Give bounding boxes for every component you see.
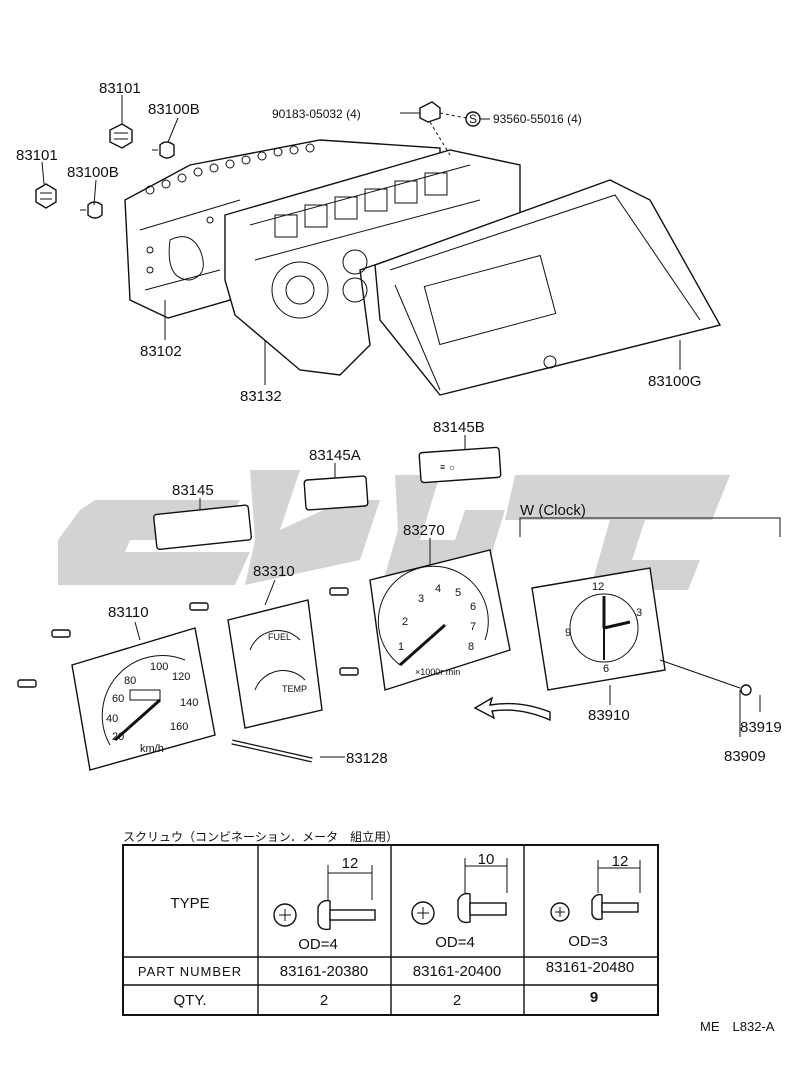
screw-col-3: 12 OD=3 83161-20480 9 (546, 853, 641, 1006)
label-83102: 83102 (140, 343, 182, 360)
svg-text:140: 140 (180, 697, 198, 709)
label-90183: 90183-05032 (4) (272, 107, 361, 121)
bulb-socket-83101-lower (35, 183, 57, 209)
row-type-header: TYPE (170, 895, 209, 912)
svg-text:8: 8 (468, 641, 474, 653)
svg-text:3: 3 (636, 607, 642, 619)
watermark (58, 470, 730, 590)
label-83132: 83132 (240, 388, 282, 405)
label-93560: 93560-55016 (4) (493, 112, 582, 126)
speedometer-83110: 20 40 60 80 100 120 140 160 km/h (71, 627, 216, 771)
screw-90183 (419, 101, 451, 156)
svg-text:6: 6 (603, 663, 609, 675)
svg-text:100: 100 (150, 661, 168, 673)
svg-text:6: 6 (470, 601, 476, 613)
label-83100b-lower: 83100B (67, 164, 119, 181)
tachometer-83270: 1 2 3 4 5 6 7 8 ×1000r min (369, 549, 511, 691)
label-83919: 83919 (740, 719, 782, 736)
screw-col-2: 10 OD=4 83161-20400 2 (411, 851, 508, 1009)
meter-hood-83100g (374, 179, 722, 396)
svg-text:10: 10 (478, 851, 495, 868)
bulb-83100b-lower (80, 201, 103, 219)
svg-text:9: 9 (565, 627, 571, 639)
svg-text:S: S (469, 112, 477, 126)
svg-text:OD=4: OD=4 (435, 934, 475, 951)
svg-text:12: 12 (342, 855, 359, 872)
label-83128: 83128 (346, 750, 388, 767)
svg-text:4: 4 (435, 583, 441, 595)
screw-col-1: 12 OD=4 83161-20380 2 (273, 855, 376, 1009)
svg-text:83161-20380: 83161-20380 (280, 963, 368, 980)
svg-text:2: 2 (320, 992, 328, 1009)
label-83909: 83909 (724, 748, 766, 765)
footer-code: ME L832-A (700, 1019, 775, 1034)
svg-text:OD=3: OD=3 (568, 933, 608, 950)
label-83910: 83910 (588, 707, 630, 724)
mounting-screws (17, 587, 359, 688)
label-83145: 83145 (172, 482, 214, 499)
fuel-temp-gauge-83310: FUEL TEMP (227, 599, 323, 729)
svg-text:83161-20400: 83161-20400 (413, 963, 501, 980)
svg-text:12: 12 (592, 581, 604, 593)
clock-83910: 12 3 6 9 (531, 567, 752, 696)
needle-pin-83128 (231, 739, 313, 763)
indicator-plate-83145 (153, 504, 253, 551)
leader-lines (41, 95, 781, 758)
svg-text:1: 1 (398, 641, 404, 653)
svg-text:120: 120 (172, 671, 190, 683)
indicator-plate-83145a (303, 475, 369, 511)
washer-93560: S (439, 111, 481, 127)
meter-case-83132 (224, 149, 521, 376)
row-qty-header: QTY. (173, 992, 206, 1009)
svg-text:km/h: km/h (140, 743, 164, 755)
svg-text:2: 2 (402, 616, 408, 628)
svg-text:83161-20480: 83161-20480 (546, 959, 634, 976)
svg-text:3: 3 (418, 593, 424, 605)
svg-text:7: 7 (470, 621, 476, 633)
label-83110: 83110 (108, 604, 149, 621)
label-83270: 83270 (403, 522, 445, 539)
svg-text:FUEL: FUEL (268, 632, 291, 642)
label-w-clock: W (Clock) (520, 502, 586, 519)
screw-table: スクリュウ（コンビネーション．メータ 組立用） TYPE PART NUMBER… (122, 829, 659, 1016)
svg-text:60: 60 (112, 693, 124, 705)
svg-text:5: 5 (455, 587, 461, 599)
label-83145b: 83145B (433, 419, 485, 436)
assembly-arrow (473, 696, 551, 722)
svg-text:40: 40 (106, 713, 118, 725)
label-83145a: 83145A (309, 447, 361, 464)
label-83310: 83310 (253, 563, 295, 580)
svg-text:12: 12 (612, 853, 629, 870)
svg-text:160: 160 (170, 721, 188, 733)
svg-text:80: 80 (124, 675, 136, 687)
svg-text:TEMP: TEMP (282, 684, 307, 694)
bulb-socket-83101-upper (109, 123, 133, 149)
svg-text:OD=4: OD=4 (298, 936, 338, 953)
label-83100g: 83100G (648, 373, 701, 390)
svg-text:2: 2 (453, 992, 461, 1009)
svg-text:≡ ☼: ≡ ☼ (440, 462, 456, 472)
label-83101-upper: 83101 (99, 80, 141, 97)
svg-text:20: 20 (112, 731, 124, 743)
bulb-83100b-upper (152, 141, 175, 159)
row-part-header: PART NUMBER (138, 964, 242, 979)
screw-table-caption: スクリュウ（コンビネーション．メータ 組立用） (123, 829, 398, 844)
indicator-plate-83145b: ≡ ☼ (418, 446, 502, 484)
svg-text:9: 9 (590, 989, 598, 1006)
label-83101-lower: 83101 (16, 147, 58, 164)
label-83100b-upper: 83100B (148, 101, 200, 118)
svg-text:×1000r min: ×1000r min (415, 667, 460, 677)
